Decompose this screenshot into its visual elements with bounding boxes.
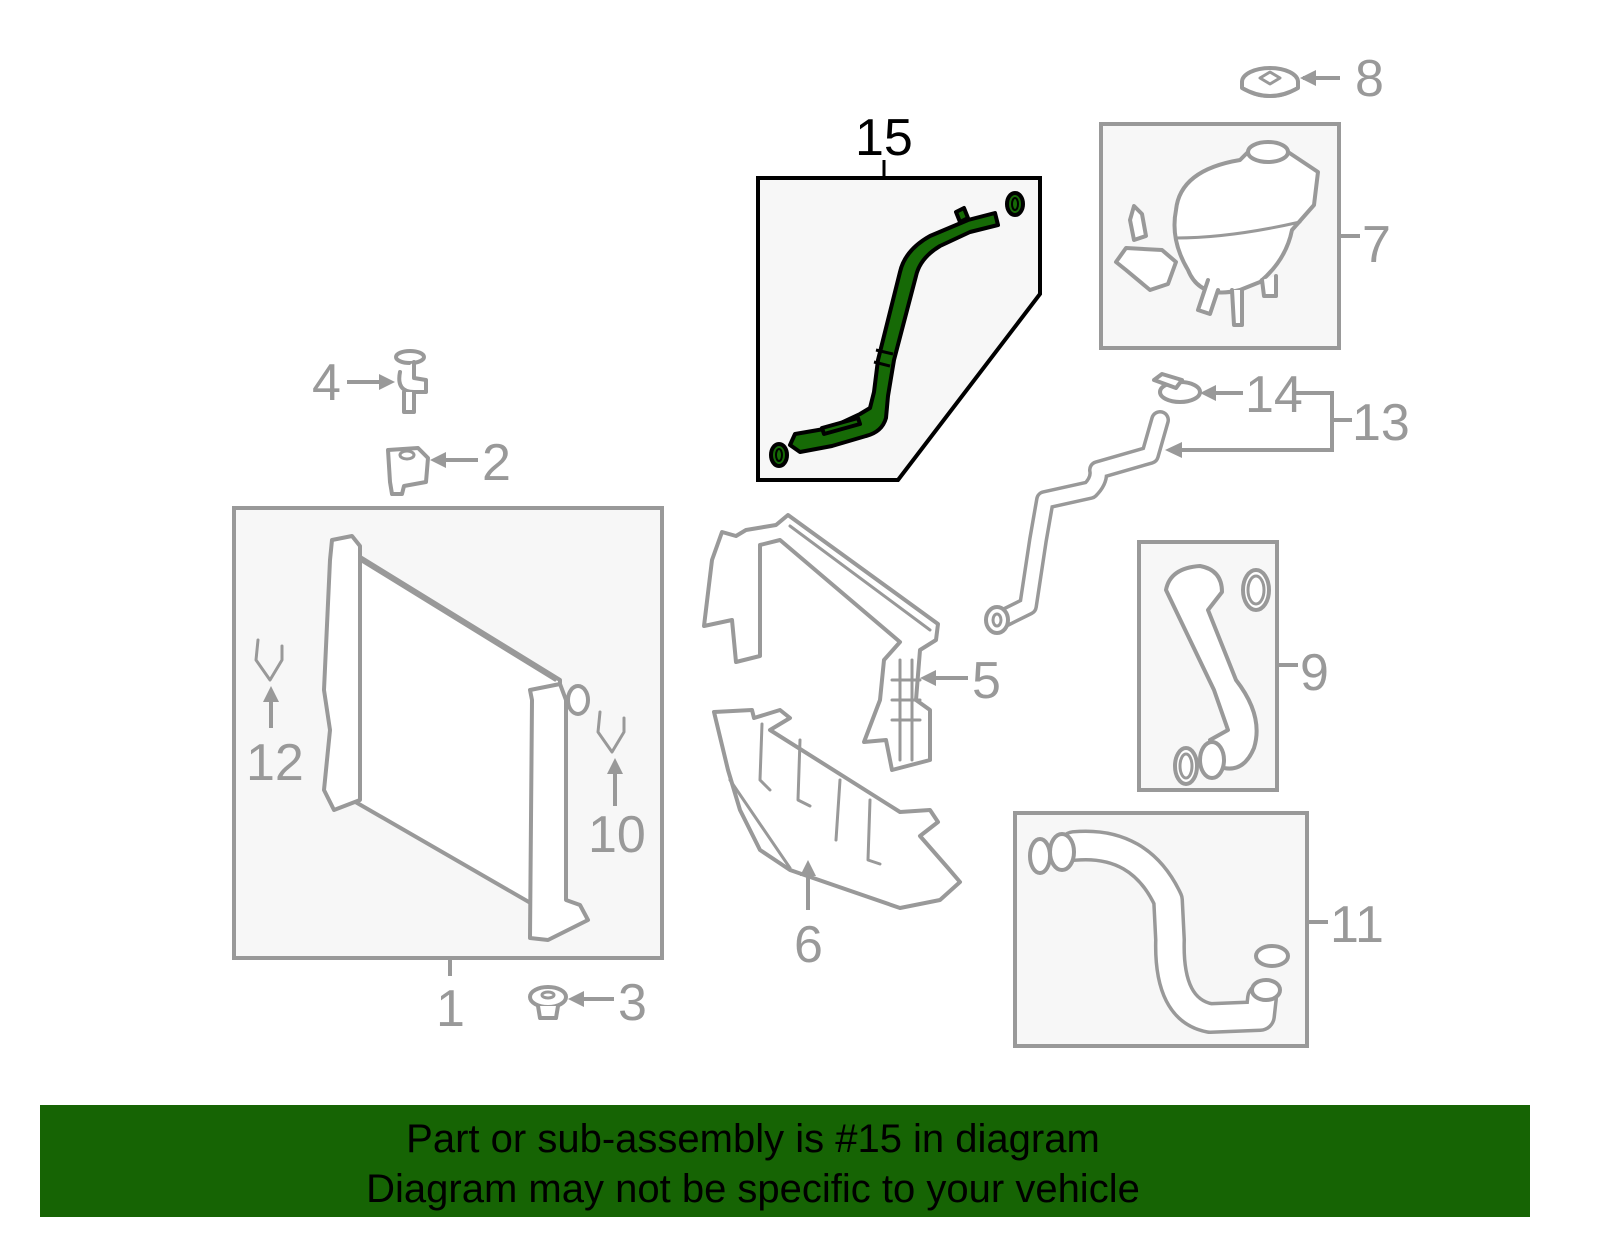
part-14-group[interactable]: 14 <box>1152 366 1303 424</box>
callout-11: 11 <box>1330 896 1384 954</box>
arrow-icon <box>1165 442 1182 458</box>
arrow-icon <box>920 670 936 686</box>
hose-clip-right-icon <box>596 710 626 754</box>
callout-13: 13 <box>1352 394 1410 452</box>
part-10-group[interactable]: 10 <box>588 710 646 864</box>
part-6-group[interactable]: 6 <box>712 708 962 974</box>
part-12-group[interactable]: 12 <box>246 638 304 792</box>
callout-1: 1 <box>436 980 465 1038</box>
part-11-group[interactable]: 11 <box>1013 811 1384 1048</box>
hose-clip-left-icon <box>254 638 284 682</box>
callout-10: 10 <box>588 806 646 864</box>
lower-hose-icon <box>1028 829 1290 1034</box>
callout-9: 9 <box>1300 644 1329 702</box>
retainer-clip-icon <box>394 349 428 414</box>
callout-2: 2 <box>482 434 511 492</box>
mount-grommet-icon <box>528 985 568 1020</box>
upper-air-deflector-icon <box>702 513 940 772</box>
part-2-group[interactable]: 2 <box>386 434 511 496</box>
callout-7: 7 <box>1362 216 1391 274</box>
part-4-group[interactable]: 4 <box>312 349 428 414</box>
overflow-hose-icon <box>984 410 1170 635</box>
coolant-reservoir-icon <box>1114 140 1320 327</box>
callout-3: 3 <box>618 974 647 1032</box>
arrow-icon <box>1300 70 1316 86</box>
arrow-icon <box>568 991 584 1007</box>
part-7-group[interactable]: 7 <box>1099 122 1391 350</box>
banner-line-2: Diagram may not be specific to your vehi… <box>366 1167 1140 1211</box>
info-banner: Part or sub-assembly is #15 in diagram D… <box>40 1105 1530 1217</box>
callout-15: 15 <box>855 109 913 167</box>
arrow-icon <box>263 686 279 702</box>
callout-8: 8 <box>1355 50 1384 108</box>
callout-4: 4 <box>312 354 341 412</box>
callout-5: 5 <box>972 652 1001 710</box>
upper-hose-icon <box>1164 564 1271 786</box>
arrow-icon <box>800 860 816 876</box>
callout-6: 6 <box>794 916 823 974</box>
arrow-icon <box>607 758 623 774</box>
arrow-icon <box>379 374 395 390</box>
part-8-group[interactable]: 8 <box>1240 50 1384 108</box>
arrow-icon <box>430 452 446 468</box>
callout-12: 12 <box>246 734 304 792</box>
lower-air-deflector-icon <box>712 708 962 910</box>
part-13-group[interactable]: 13 <box>984 391 1410 635</box>
reservoir-cap-icon <box>1240 66 1300 98</box>
part-15-group[interactable]: 15 <box>756 109 1042 482</box>
banner-line-1: Part or sub-assembly is #15 in diagram <box>406 1117 1100 1161</box>
part-5-group[interactable]: 5 <box>702 513 1001 772</box>
part-9-group[interactable]: 9 <box>1137 540 1329 792</box>
radiator-icon <box>322 534 590 942</box>
mount-bushing-icon <box>386 446 430 496</box>
hose-clamp-icon <box>1152 372 1202 404</box>
part-1-group[interactable]: 1 <box>232 506 664 1038</box>
arrow-icon <box>1200 385 1216 401</box>
part-3-group[interactable]: 3 <box>528 974 647 1032</box>
coolant-pipe-icon <box>769 191 1025 468</box>
